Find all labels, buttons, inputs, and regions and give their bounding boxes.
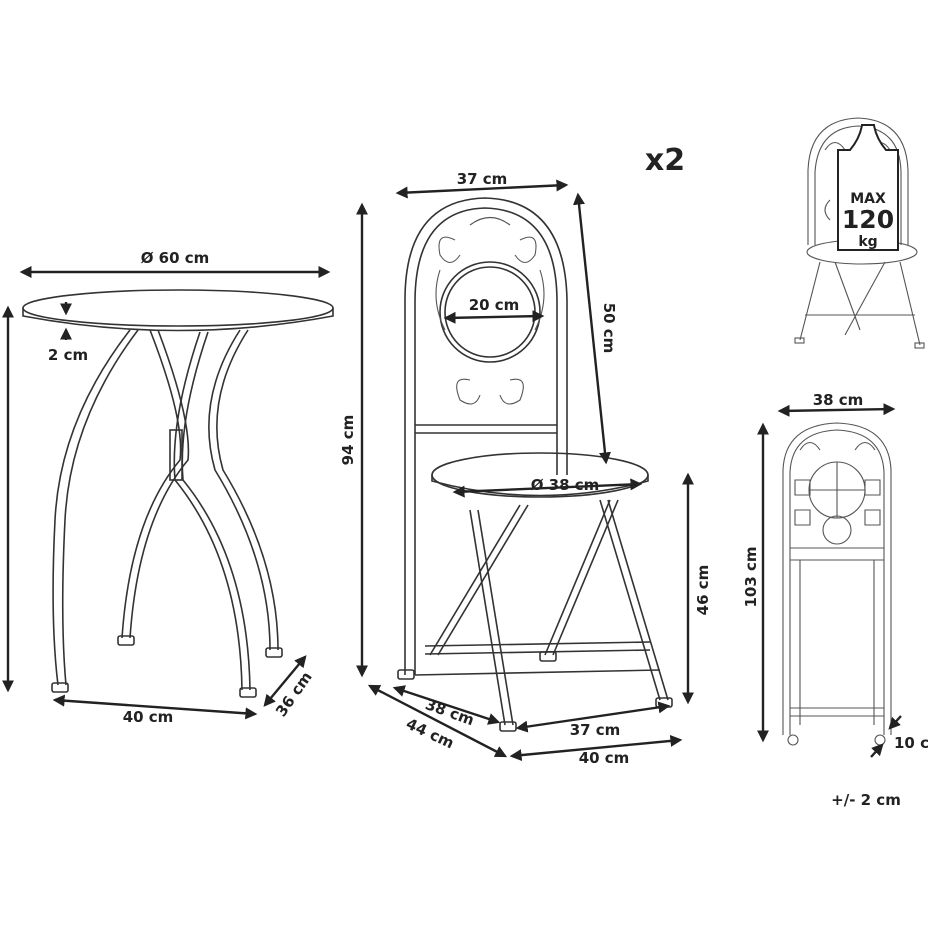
max-label: MAX [850,191,886,207]
folded-height-label: 103 cm [742,546,760,607]
base-depth-outer-arrow [367,684,508,758]
base-width-outer-label: 40 cm [579,749,630,767]
back-circle-arrow [443,310,545,324]
back-circle-label: 20 cm [469,296,520,314]
back-height-arrow [573,192,611,465]
base-width-inner-label: 37 cm [570,721,621,739]
folded-width-arrow [777,403,896,417]
load-chair-drawing [794,117,925,349]
back-width-label: 37 cm [457,170,508,188]
table-depth-label: 36 cm [272,668,316,720]
folded-depth-label: 10 c [894,734,929,752]
base-width-outer-arrow [509,734,683,762]
total-height-label: 94 cm [339,415,357,466]
table-drawing [22,289,334,698]
folded-depth-arrow-top [888,715,902,730]
table-thickness-label: 2 cm [48,346,88,364]
seat-height-label: 46 cm [694,565,712,616]
table-width-arrow [52,694,258,720]
back-height-label: 50 cm [600,303,618,354]
folded-width-label: 38 cm [813,391,864,409]
table-diameter-label: Ø 60 cm [141,249,210,267]
table-depth-arrow [263,655,307,707]
max-load-badge: MAX 120 kg [837,124,899,251]
seat-diameter-arrow [452,478,643,498]
quantity-label: x2 [645,143,685,178]
max-load-value: 120 [842,205,894,234]
back-width-arrow [395,179,569,199]
tolerance-note: +/- 2 cm [831,791,901,809]
chair-drawing [397,197,673,732]
folded-chair-drawing [782,422,892,746]
seat-diameter-label: Ø 38 cm [531,476,600,494]
max-load-unit: kg [858,234,877,250]
table-width-label: 40 cm [123,708,174,726]
base-width-inner-arrow [515,701,671,733]
folded-depth-arrow-bottom [870,743,884,758]
